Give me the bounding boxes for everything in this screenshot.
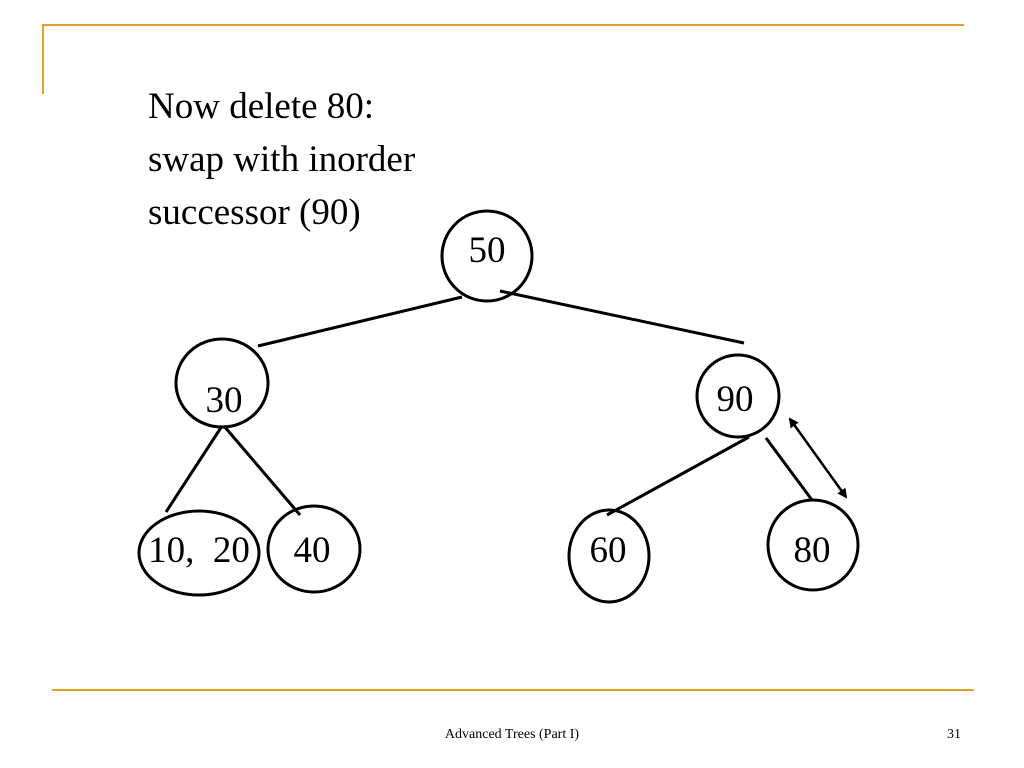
tree-node-50: 50 (440, 209, 534, 303)
node-label-80: 80 (794, 530, 831, 571)
node-label-50: 50 (469, 230, 506, 271)
node-label-10-20: 10, 20 (148, 530, 250, 571)
text-line-3: successor (90) (148, 192, 361, 233)
edge-90-60 (606, 435, 750, 517)
tree-node-10-20: 10, 20 (137, 509, 261, 597)
node-label-30: 30 (206, 380, 243, 421)
text-line-1: Now delete 80: (148, 86, 375, 127)
page-number: 31 (947, 727, 961, 742)
top-accent-rule (42, 24, 964, 26)
edge-30-40 (222, 425, 302, 516)
tree-node-80: 80 (766, 498, 860, 592)
tree-node-90: 90 (695, 353, 781, 439)
tree-node-60: 60 (567, 508, 651, 604)
footer-title: Advanced Trees (Part I) (444, 727, 580, 742)
swap-double-arrow (788, 417, 848, 499)
node-label-60: 60 (590, 530, 627, 571)
edge-30-1020 (164, 425, 224, 513)
footer-accent-rule (52, 689, 974, 691)
edge-50-90 (499, 289, 745, 345)
tree-node-30: 30 (174, 337, 270, 429)
slide-body-text: Now delete 80: swap with inorder success… (148, 80, 415, 239)
edge-50-30 (257, 295, 463, 348)
node-label-90: 90 (717, 379, 754, 420)
left-accent-rule (42, 24, 44, 94)
tree-node-40: 40 (266, 504, 362, 594)
node-label-40: 40 (294, 530, 331, 571)
edge-90-80 (764, 437, 814, 501)
text-line-2: swap with inorder (148, 139, 416, 180)
